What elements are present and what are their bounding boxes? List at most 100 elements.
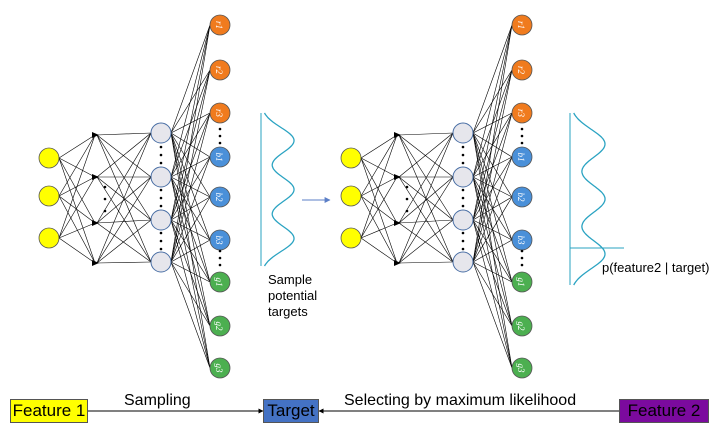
input-node	[38, 227, 60, 249]
ellipsis-dot	[461, 145, 465, 149]
output-node-label: b3	[516, 236, 526, 246]
output-node-r3	[511, 102, 533, 124]
output-node-label: b1	[516, 153, 526, 162]
edge	[170, 112, 211, 263]
edge	[96, 222, 152, 263]
output-node-label: g3	[214, 364, 224, 374]
ellipsis-dot	[159, 204, 163, 208]
edge	[472, 132, 513, 283]
hidden-node	[452, 122, 474, 144]
ellipsis-dot	[159, 161, 163, 165]
edge	[96, 132, 152, 264]
sample-text-line-1: Sample	[268, 272, 313, 287]
output-node-label: g2	[516, 322, 526, 332]
output-node-label: r3	[516, 109, 526, 118]
edge	[96, 134, 152, 178]
ellipsis-dot	[520, 127, 524, 131]
edge	[58, 134, 96, 197]
arrowhead	[394, 132, 401, 138]
ellipsis-dot	[159, 247, 163, 251]
ellipsis-dot	[159, 153, 163, 157]
ellipsis-dot	[461, 196, 465, 200]
input-node	[38, 185, 60, 207]
edge	[170, 69, 211, 263]
edge	[96, 132, 152, 178]
ellipsis-dot	[520, 256, 524, 260]
output-node-b2	[209, 186, 231, 208]
arrowhead	[92, 220, 99, 226]
ellipsis-dot	[461, 204, 465, 208]
output-node-r2	[209, 59, 231, 81]
distribution-curves	[260, 112, 606, 286]
edge	[472, 156, 513, 263]
arrowhead	[92, 260, 99, 266]
edge	[398, 132, 454, 224]
output-node-g3	[209, 357, 231, 379]
edge	[472, 69, 513, 263]
hidden-node	[150, 209, 172, 231]
edge	[472, 196, 513, 263]
sample-text-line-2: potential	[268, 288, 318, 303]
edge	[398, 219, 454, 224]
ellipsis-dot	[520, 141, 524, 145]
output-node-label: g2	[214, 322, 224, 332]
output-node-label: g1	[214, 278, 224, 287]
edge	[472, 239, 513, 263]
edge	[472, 24, 513, 134]
input-node	[38, 147, 60, 169]
edge	[58, 157, 96, 264]
ellipsis-dot	[461, 247, 465, 251]
edge	[472, 261, 513, 283]
ellipsis-dot	[461, 231, 465, 235]
edge	[170, 261, 211, 369]
input-node	[340, 185, 362, 207]
probability-label: p(feature2 | target)	[602, 260, 710, 275]
edge	[170, 156, 211, 263]
edge	[58, 134, 96, 159]
edge	[96, 176, 152, 224]
edge	[58, 222, 96, 239]
arrowhead	[92, 132, 99, 138]
output-node-label: b3	[214, 236, 224, 246]
edge	[472, 196, 513, 221]
ellipsis-dot	[218, 249, 222, 253]
edge	[472, 24, 513, 221]
feature1-box: Feature 1	[10, 399, 88, 423]
hidden-node	[150, 166, 172, 188]
output-node-g3	[511, 357, 533, 379]
ellipsis-dot	[461, 188, 465, 192]
edge	[170, 24, 211, 221]
ellipsis-dot	[159, 188, 163, 192]
edge	[170, 239, 211, 263]
edge	[96, 176, 152, 264]
edge	[170, 132, 211, 283]
output-node-label: b2	[214, 193, 224, 203]
hidden-node	[452, 166, 474, 188]
edge	[360, 134, 398, 239]
edge	[472, 112, 513, 263]
edge	[472, 24, 513, 178]
arrowhead	[92, 174, 99, 180]
edge	[96, 219, 152, 224]
output-node-label: r2	[516, 66, 526, 75]
selecting-label: Selecting by maximum likelihood	[344, 392, 577, 409]
distribution-curve	[263, 112, 295, 267]
edge	[360, 157, 398, 178]
output-node-r3	[209, 102, 231, 124]
ellipsis-dot	[218, 134, 222, 138]
hidden-node	[150, 251, 172, 273]
edge	[58, 176, 96, 239]
output-node-label: r1	[214, 21, 224, 29]
input-node	[340, 147, 362, 169]
output-node-label: b2	[516, 193, 526, 203]
edge	[170, 196, 211, 263]
edge	[360, 157, 398, 264]
edge	[398, 132, 454, 136]
ellipsis-dot	[218, 256, 222, 260]
edge	[170, 24, 211, 134]
edge	[360, 195, 398, 264]
edge	[58, 195, 96, 224]
edge	[58, 157, 96, 178]
edge	[398, 132, 454, 178]
edge	[398, 222, 454, 263]
